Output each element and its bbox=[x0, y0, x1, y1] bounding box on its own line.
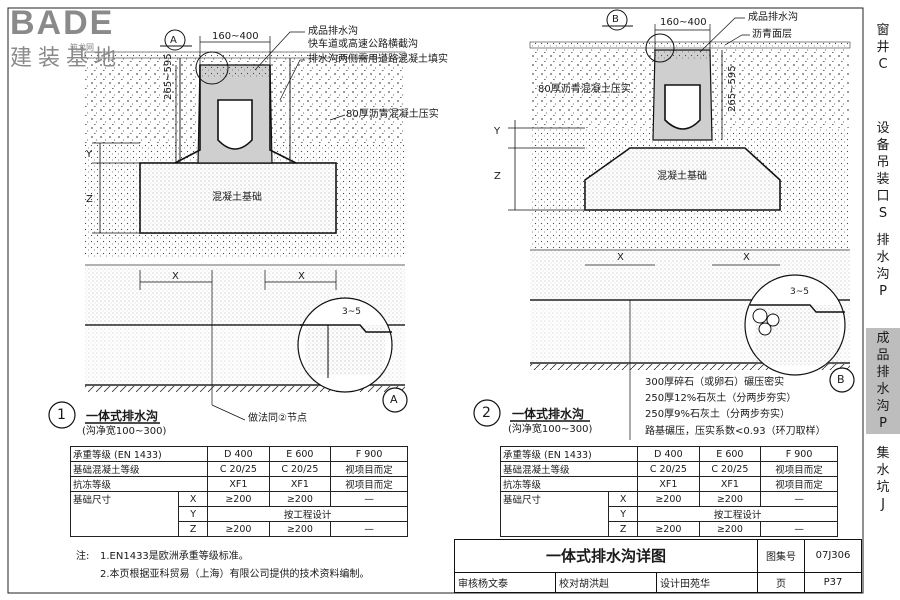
label-foundation-2: 混凝土基础 bbox=[657, 171, 707, 182]
detail-subtitle-2: (沟净宽100~300) bbox=[508, 424, 593, 435]
dim-height-2: 265~595 bbox=[727, 65, 738, 112]
dim-z-1: Z bbox=[86, 194, 93, 205]
detail-title-2: 一体式排水沟 bbox=[512, 407, 585, 421]
detail-1-drawing bbox=[48, 29, 408, 429]
page-number: P37 bbox=[804, 571, 862, 594]
detail-mark-a: A bbox=[390, 393, 398, 406]
dim-x-2a: X bbox=[617, 252, 624, 263]
label-product-1: 成品排水沟 bbox=[308, 26, 358, 37]
section-mark-a: A bbox=[170, 35, 177, 46]
atlas-label: 图集号 bbox=[757, 539, 805, 573]
table-row: 承重等级 (EN 1433) D 400 E 600 F 900 bbox=[499, 446, 838, 462]
dim-width-1: 160~400 bbox=[212, 31, 259, 42]
table-row: 承重等级 (EN 1433) D 400 E 600 F 900 bbox=[69, 446, 408, 462]
table-row: 基础尺寸 X ≥200 ≥200 — bbox=[69, 491, 408, 507]
spec-table-1: 承重等级 (EN 1433) D 400 E 600 F 900 基础混凝土等级… bbox=[69, 446, 408, 537]
table-row: Z ≥200 ≥200 — bbox=[69, 521, 408, 537]
side-index-drain[interactable]: 排 水 沟 P bbox=[876, 233, 890, 299]
sheet-frame bbox=[7, 7, 864, 594]
side-index-sump[interactable]: 集 水 坑 J bbox=[876, 446, 890, 512]
atlas-number: 07J306 bbox=[804, 539, 862, 573]
page-label: 页 bbox=[757, 571, 805, 594]
label-asphalt-2: 80厚沥青混凝土压实 bbox=[538, 84, 631, 95]
callout-dim-2: 3~5 bbox=[790, 287, 809, 297]
notes-label: 注: bbox=[76, 551, 90, 562]
side-index-window-well[interactable]: 窗 井 C bbox=[876, 23, 890, 72]
logo-tag: 筑龙网 bbox=[70, 43, 94, 52]
checker: 校对胡洪赳 bbox=[555, 571, 657, 594]
dim-width-2: 160~400 bbox=[660, 17, 707, 28]
dim-z-2: Z bbox=[494, 171, 501, 182]
label-asphalt-1: 80厚沥青混凝土压实 bbox=[346, 109, 439, 120]
layer-1: 300厚碎石（或卵石）碾压密实 bbox=[645, 377, 785, 388]
detail-subtitle-1: (沟净宽100~300) bbox=[82, 426, 167, 437]
dim-height-1: 265~595 bbox=[163, 53, 174, 100]
layer-3: 250厚9%石灰土（分两步夯实） bbox=[645, 409, 790, 420]
table-row: Z ≥200 ≥200 — bbox=[499, 521, 838, 537]
detail-title-1: 一体式排水沟 bbox=[86, 409, 159, 423]
detail-2-drawing bbox=[473, 9, 855, 440]
label-highway: 快车道或高速公路横截沟 bbox=[308, 39, 418, 50]
dim-x-1b: X bbox=[298, 271, 305, 282]
dim-y-2: Y bbox=[494, 126, 501, 137]
label-concrete-fill: 排水沟两侧需用道路混凝土填实 bbox=[308, 54, 448, 65]
designer: 设计田苑华 bbox=[656, 571, 758, 594]
note-1: 1.EN1433是欧洲承重等级标准。 bbox=[100, 551, 249, 562]
dim-x-2b: X bbox=[743, 252, 750, 263]
table-row: 基础混凝土等级 C 20/25 C 20/25 视项目而定 bbox=[69, 461, 408, 477]
spec-table-2: 承重等级 (EN 1433) D 400 E 600 F 900 基础混凝土等级… bbox=[499, 446, 838, 537]
callout-dim-1: 3~5 bbox=[342, 307, 361, 317]
table-row: Y 按工程设计 bbox=[69, 506, 408, 522]
channel-section-1 bbox=[217, 99, 253, 150]
label-asphalt-surface: 沥青面层 bbox=[752, 29, 792, 40]
note-2: 2.本页根据亚科贸易（上海）有限公司提供的技术资料编制。 bbox=[100, 569, 370, 580]
table-row: 基础尺寸 X ≥200 ≥200 — bbox=[499, 491, 838, 507]
logo-brand: BADE bbox=[10, 4, 115, 42]
layer-2: 250厚12%石灰土（分两步夯实） bbox=[645, 393, 797, 404]
dim-y-1: Y bbox=[86, 149, 93, 160]
logo-subtitle: 建装基地 bbox=[10, 46, 123, 71]
drawing-title: 一体式排水沟详图 bbox=[454, 539, 758, 573]
table-row: 抗冻等级 XF1 XF1 视项目而定 bbox=[69, 476, 408, 492]
table-row: Y 按工程设计 bbox=[499, 506, 838, 522]
table-row: 抗冻等级 XF1 XF1 视项目而定 bbox=[499, 476, 838, 492]
layer-4: 路基碾压，压实系数<0.93（环刀取样） bbox=[645, 426, 826, 437]
section-mark-b: B bbox=[612, 14, 619, 25]
watermark-logo: BADE 筑龙网 建装基地 bbox=[10, 6, 122, 70]
side-index-precast-drain[interactable]: 成 品 排 水 沟 P bbox=[866, 328, 900, 434]
label-foundation-1: 混凝土基础 bbox=[212, 192, 262, 203]
detail-number-1: 1 bbox=[57, 407, 66, 423]
title-block: 一体式排水沟详图 图集号 07J306 审核杨文泰 校对胡洪赳 设计田苑华 页 … bbox=[454, 539, 862, 594]
dim-x-1a: X bbox=[172, 271, 179, 282]
note-same-as-2: 做法同②节点 bbox=[248, 413, 307, 424]
detail-number-2: 2 bbox=[482, 405, 491, 421]
channel-section-2 bbox=[664, 84, 701, 130]
table-row: 基础混凝土等级 C 20/25 C 20/25 视项目而定 bbox=[499, 461, 838, 477]
detail-mark-b: B bbox=[837, 373, 845, 386]
reviewer: 审核杨文泰 bbox=[454, 571, 556, 594]
side-index-equipment-hatch[interactable]: 设 备 吊 装 口 S bbox=[876, 121, 890, 221]
label-product-2: 成品排水沟 bbox=[748, 12, 798, 23]
